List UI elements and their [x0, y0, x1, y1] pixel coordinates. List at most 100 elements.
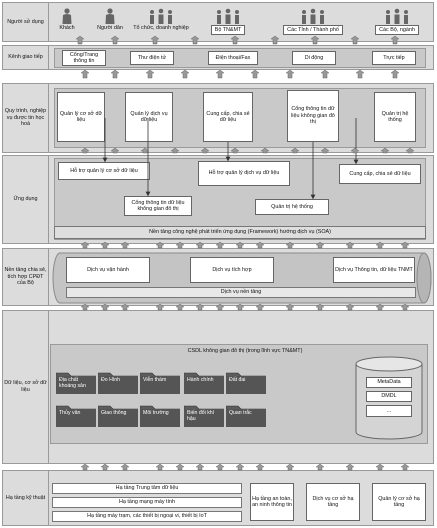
up-arrow-icon [390, 69, 400, 79]
users-layer-label: Người sử dụng [3, 3, 49, 41]
up-arrow-icon [215, 69, 225, 79]
up-arrow-icon [190, 35, 200, 45]
infra-services: Dịch vụ cơ sở hạ tầng [306, 483, 360, 521]
up-arrow-icon [350, 35, 360, 45]
up-arrow-icon [110, 35, 120, 45]
service-integration: Dịch vụ tích hợp [190, 257, 274, 283]
up-arrow-icon [400, 303, 410, 311]
folder-icon [226, 372, 266, 394]
user-ministries-label: Các Bộ, ngành [375, 25, 419, 35]
up-arrow-icon [375, 241, 385, 249]
up-arrow-icon [140, 147, 150, 154]
up-arrow-icon [255, 241, 265, 249]
up-arrow-icon [110, 147, 120, 154]
infra-datacenter: Hạ tầng Trung tâm dữ liệu [52, 483, 242, 494]
up-arrow-icon [145, 69, 155, 79]
channels-layer-label: Kênh giao tiếp [3, 46, 49, 69]
app-service-support: Hỗ trợ quản lý dịch vụ dữ liệu [198, 161, 290, 186]
up-arrow-icon [215, 241, 225, 249]
app-system-admin: Quản trị hệ thống [255, 199, 329, 215]
process-service-management: Quản lý dịch vụ dữ liệu [125, 92, 173, 142]
folder-icon [140, 372, 180, 394]
up-arrow-icon [285, 69, 295, 79]
up-arrow-icon [350, 147, 360, 154]
group-icon [217, 8, 239, 24]
up-arrow-icon [255, 463, 265, 471]
up-arrow-icon [345, 463, 355, 471]
db-dmdl: DMDL [366, 391, 412, 402]
folder-environment: Môi trường [140, 403, 180, 427]
up-arrow-icon [405, 147, 415, 154]
platform-layer-label: Nền tảng chia sẻ, tích hợp CPĐT của Bộ [3, 249, 49, 305]
up-arrow-icon [230, 147, 240, 154]
up-arrow-icon [155, 463, 165, 471]
up-arrow-icon [320, 69, 330, 79]
up-arrow-icon [315, 303, 325, 311]
folder-land: Đất đai [226, 370, 266, 394]
folder-geology: Địa chất khoáng sản [56, 370, 96, 394]
up-arrow-icon [250, 69, 260, 79]
up-arrow-icon [380, 147, 390, 154]
up-arrow-icon [320, 147, 330, 154]
up-arrow-icon [80, 303, 90, 311]
up-arrow-icon [180, 69, 190, 79]
up-arrow-icon [175, 303, 185, 311]
folder-remote-sensing: Viễn thám [140, 370, 180, 394]
soa-framework: Nền tảng công nghệ phát triển ứng dụng (… [54, 226, 426, 239]
up-arrow-icon [75, 35, 85, 45]
up-arrow-icon [230, 35, 240, 45]
folder-monitoring: Quan trắc [226, 403, 266, 427]
folder-icon [56, 405, 96, 427]
group-icon [302, 8, 324, 24]
process-db-management: Quản lý cơ sở dữ liệu [57, 92, 105, 142]
up-arrow-icon [155, 303, 165, 311]
folder-label: Biến đổi khí hậu [187, 410, 215, 422]
up-arrow-icon [80, 463, 90, 471]
user-moitr: Bộ TN&MT [205, 8, 251, 35]
folder-label: Viễn thám [143, 377, 167, 383]
up-arrow-icon [215, 303, 225, 311]
folder-topography: Đo Hình [98, 370, 138, 394]
up-arrow-icon [155, 241, 165, 249]
up-arrow-icon [285, 463, 295, 471]
user-ministries: Các Bộ, ngành [371, 8, 423, 35]
folder-label: Hành chính [187, 377, 214, 383]
group-icon [150, 8, 172, 24]
user-province-label: Các Tỉnh / Thành phố [283, 25, 343, 35]
up-arrow-icon [345, 241, 355, 249]
folder-label: Đất đai [229, 377, 246, 383]
user-moitr-label: Bộ TN&MT [210, 25, 246, 35]
up-arrow-icon [100, 463, 110, 471]
up-arrow-icon [270, 35, 280, 45]
up-arrow-icon [260, 147, 270, 154]
person-icon [105, 8, 115, 24]
app-data-sharing: Cung cấp, chia sẻ dữ liệu [339, 164, 421, 184]
user-org-label: Tổ chức, doanh nghiệp [133, 25, 189, 31]
app-db-support: Hỗ trợ quản lý cơ sở dữ liệu [58, 162, 150, 180]
process-spatial-portal: Cổng thông tin dữ liệu không gian đô thị [287, 90, 339, 142]
up-arrow-icon [255, 303, 265, 311]
up-arrow-icon [110, 69, 120, 79]
folder-icon [98, 372, 138, 394]
up-arrow-icon [200, 147, 210, 154]
group-icon [386, 8, 408, 24]
up-arrow-icon [290, 147, 300, 154]
up-arrow-icon [80, 147, 90, 154]
folder-icon [98, 405, 138, 427]
app-spatial-portal: Cổng thông tin dữ liệu không gian đô thị [124, 196, 192, 216]
up-arrow-icon [310, 35, 320, 45]
up-arrow-icon [120, 463, 130, 471]
folder-icon [140, 405, 180, 427]
folder-label: Đo Hình [101, 377, 121, 383]
up-arrow-icon [120, 303, 130, 311]
service-data-tnmt: Dịch vụ Thông tin, dữ liệu TNMT [333, 257, 415, 283]
folder-icon [56, 372, 96, 394]
folder-icon [226, 405, 266, 427]
up-arrow-icon [400, 241, 410, 249]
infra-management: Quản lý cơ sở hạ tầng [372, 483, 426, 521]
up-arrow-icon [80, 241, 90, 249]
data-layer-label: Dữ liệu, cơ sở dữ liệu [3, 311, 49, 463]
up-arrow-icon [215, 463, 225, 471]
user-province: Các Tỉnh / Thành phố [283, 8, 343, 35]
